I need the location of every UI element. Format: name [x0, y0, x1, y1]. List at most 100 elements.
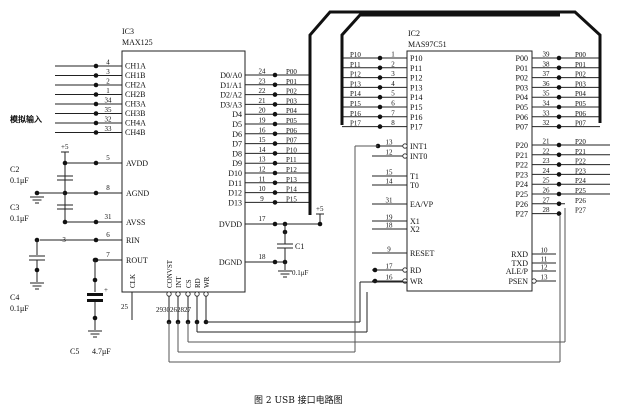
pin-number: 25: [121, 303, 129, 311]
pin-name: ALE/P: [506, 267, 529, 276]
c1-capacitor-icon: [277, 243, 293, 249]
pin-name: EA/VP: [410, 200, 434, 209]
pin-number: 11: [541, 256, 548, 264]
c4-value: 0.1μF: [10, 304, 29, 313]
pin-name: P12: [410, 74, 422, 83]
net-label: P21: [575, 148, 586, 156]
bus-inner: [340, 13, 560, 125]
pin-name: PSEN: [508, 277, 528, 286]
inversion-bubble: [402, 153, 408, 159]
junction-dot: [377, 55, 383, 61]
net-label: P13: [350, 80, 361, 88]
pin-name: P17: [410, 123, 422, 132]
net-label: P07: [286, 137, 297, 145]
junction-dot: [93, 160, 99, 166]
net-label: P20: [575, 138, 586, 146]
net-label: P17: [350, 120, 361, 128]
junction-dot: [93, 101, 99, 107]
pin-name: INT: [175, 276, 183, 288]
c5-polarity: +: [104, 286, 108, 294]
junction-dot: [272, 200, 278, 205]
pin-number: 26: [543, 187, 551, 195]
pin-number: 7: [106, 251, 110, 259]
ic3-body: [121, 50, 246, 293]
figure-caption: 图 2 USB 接口电路图: [254, 394, 343, 406]
net-label: P03: [286, 97, 297, 105]
pin-name: D12: [228, 189, 242, 198]
net-label: P25: [575, 187, 586, 195]
pin-number: 34: [543, 100, 551, 108]
pin-name: P24: [516, 180, 528, 189]
junction-dot: [556, 152, 562, 158]
pin-name: D0/A0: [220, 71, 242, 80]
junction-dot: [272, 221, 278, 227]
pin-number: 16: [259, 126, 267, 134]
pin-name: D13: [228, 198, 242, 207]
c4-ref: C4: [10, 293, 19, 302]
c1-value: 0.1μF: [292, 269, 309, 277]
pin-name: D10: [228, 169, 242, 178]
pin-name: D7: [232, 140, 242, 149]
pin-name: WR: [203, 276, 211, 288]
supply-arrow-icon: +5: [61, 143, 69, 153]
c3-capacitor-icon: [57, 204, 73, 210]
junction-dot: [317, 221, 323, 227]
ic3-part: MAX125: [122, 38, 153, 47]
pin-name: CH4B: [125, 128, 145, 137]
pin-name: P01: [516, 64, 528, 73]
net-label: P07: [575, 120, 586, 128]
junction-dot: [556, 94, 562, 100]
pin-number: 23: [259, 77, 267, 85]
pin-name: AVDD: [126, 159, 148, 168]
junction-dot: [556, 172, 562, 177]
ic3-ref: IC3: [122, 27, 134, 36]
net-label: P15: [350, 100, 361, 108]
c2-ref: C2: [10, 165, 19, 174]
pin-number: 6: [106, 231, 110, 239]
junction-dot: [272, 170, 278, 176]
junction-dot: [93, 63, 99, 69]
junction-dot: [556, 75, 562, 80]
net-label: P04: [575, 90, 586, 98]
pin-name: P10: [410, 54, 422, 63]
junction-dot: [34, 267, 40, 273]
pin-number: 17: [259, 215, 267, 223]
junction-dot: [272, 180, 278, 186]
net-label: P11: [350, 61, 361, 69]
junction-dot: [372, 267, 378, 273]
pin-number: 15: [259, 136, 267, 144]
pin-name: D5: [232, 120, 242, 129]
junction-dot: [272, 72, 278, 78]
junction-dot: [93, 237, 99, 243]
pin-name: P14: [410, 93, 422, 102]
pin-name: P05: [516, 103, 528, 112]
pin-number: 5: [106, 154, 110, 162]
pin-name: WR: [410, 277, 424, 286]
supply-label: +5: [61, 143, 69, 151]
inversion-bubble: [402, 143, 408, 149]
junction-dot: [377, 104, 383, 110]
pin-number: 1: [106, 87, 110, 95]
inversion-bubble: [531, 278, 537, 284]
pin-name: D8: [232, 149, 242, 158]
pin-name: P23: [516, 170, 528, 179]
c3-value: 0.1μF: [10, 214, 29, 223]
junction-dot: [377, 94, 383, 100]
pin-name: P00: [516, 54, 528, 63]
pin-name: D4: [232, 110, 242, 119]
pin-name: P21: [516, 151, 528, 160]
pin-name: P03: [516, 83, 528, 92]
junction-dot: [556, 85, 562, 90]
inversion-bubble: [166, 291, 172, 297]
pin-number: 19: [386, 214, 394, 222]
pin-name: T0: [410, 181, 419, 190]
pin-number: 13: [541, 274, 549, 282]
c1-ref: C1: [295, 242, 304, 251]
